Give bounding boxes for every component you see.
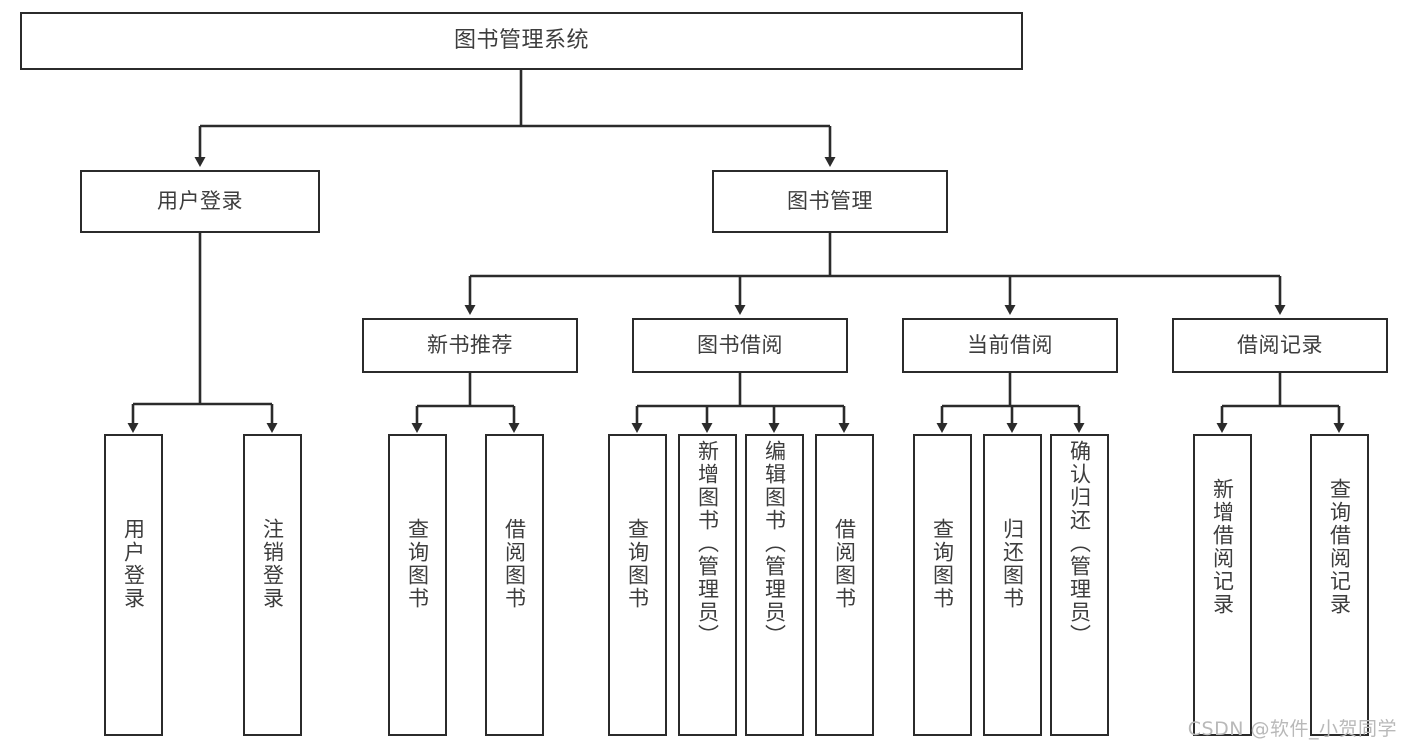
node-current-borrow-label: 当前借阅 [967, 332, 1053, 357]
leaf-node[interactable]: 查询图书 [608, 434, 667, 736]
leaf-node-label: 编辑图书（管理员） [762, 440, 787, 647]
leaf-node[interactable]: 查询图书 [913, 434, 972, 736]
node-user-login[interactable]: 用户登录 [80, 170, 320, 233]
node-root-label: 图书管理系统 [453, 27, 589, 53]
csdn-watermark: CSDN @软件_小贺同学 [1187, 718, 1397, 740]
leaf-node-label: 确认归还（管理员） [1067, 440, 1092, 647]
node-borrow-record[interactable]: 借阅记录 [1172, 318, 1388, 373]
leaf-node-label: 借阅图书 [502, 518, 527, 610]
node-book-borrow[interactable]: 图书借阅 [632, 318, 848, 373]
leaf-node-label: 查询图书 [405, 518, 430, 610]
node-book-management-label: 图书管理 [787, 188, 873, 213]
node-new-book-recommend-label: 新书推荐 [427, 332, 513, 357]
leaf-node[interactable]: 确认归还（管理员） [1050, 434, 1109, 736]
leaf-node[interactable]: 借阅图书 [815, 434, 874, 736]
leaf-node[interactable]: 归还图书 [983, 434, 1042, 736]
leaf-node[interactable]: 查询图书 [388, 434, 447, 736]
leaf-node[interactable]: 用户登录 [104, 434, 163, 736]
leaf-node[interactable]: 查询借阅记录 [1310, 434, 1369, 736]
leaf-node[interactable]: 借阅图书 [485, 434, 544, 736]
node-book-management[interactable]: 图书管理 [712, 170, 948, 233]
node-new-book-recommend[interactable]: 新书推荐 [362, 318, 578, 373]
node-user-login-label: 用户登录 [157, 188, 243, 213]
leaf-node-label: 归还图书 [1000, 518, 1025, 610]
leaf-node-label: 查询图书 [930, 518, 955, 610]
leaf-node-label: 查询图书 [625, 518, 650, 610]
node-borrow-record-label: 借阅记录 [1237, 332, 1323, 357]
leaf-node-label: 查询借阅记录 [1327, 478, 1352, 616]
node-current-borrow[interactable]: 当前借阅 [902, 318, 1118, 373]
leaf-node[interactable]: 编辑图书（管理员） [745, 434, 804, 736]
leaf-node-label: 用户登录 [121, 518, 146, 610]
leaf-node[interactable]: 新增图书（管理员） [678, 434, 737, 736]
leaf-node-label: 注销登录 [260, 518, 285, 610]
leaf-node-label: 新增借阅记录 [1210, 478, 1235, 616]
leaf-node-label: 借阅图书 [832, 518, 857, 610]
node-book-borrow-label: 图书借阅 [697, 332, 783, 357]
leaf-node[interactable]: 注销登录 [243, 434, 302, 736]
leaf-node[interactable]: 新增借阅记录 [1193, 434, 1252, 736]
node-root[interactable]: 图书管理系统 [20, 12, 1023, 70]
leaf-node-label: 新增图书（管理员） [695, 440, 720, 647]
